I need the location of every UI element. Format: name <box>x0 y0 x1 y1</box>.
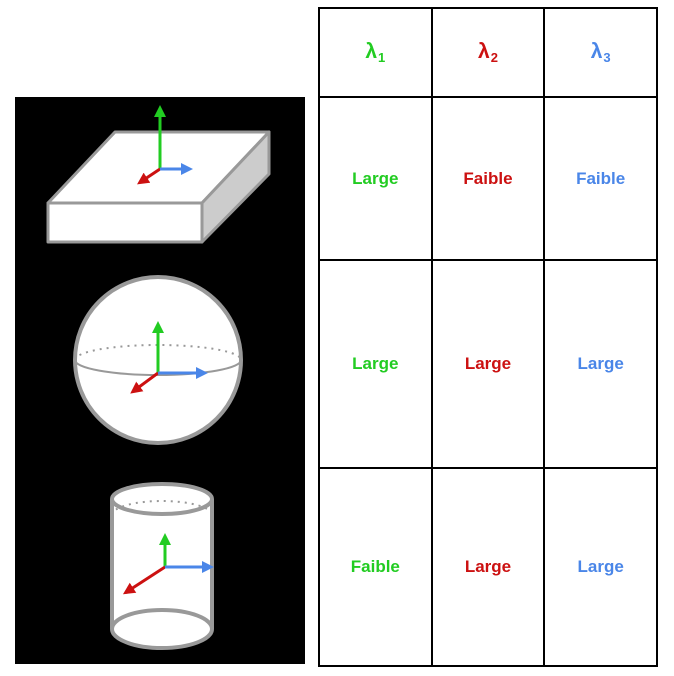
plate-lambda-3-value: Faible <box>543 96 658 261</box>
header-lambda-1: λ1 <box>318 7 433 98</box>
lambda-2-subscript: 2 <box>490 50 498 65</box>
table-row-plate: Large Faible Faible <box>318 96 658 261</box>
shapes-illustration <box>15 97 305 664</box>
lambda-3-symbol: λ <box>590 40 603 63</box>
header-lambda-3: λ3 <box>543 7 658 98</box>
cylinder-shape <box>110 482 214 650</box>
header-lambda-2: λ2 <box>430 7 546 98</box>
table-header-row: λ1 λ2 λ3 <box>318 7 658 98</box>
lambda-1-subscript: 1 <box>378 50 386 65</box>
sphere-red-arrow <box>130 371 159 394</box>
lambda-2-symbol: λ <box>478 40 490 63</box>
cylinder-lambda-2-value: Large <box>430 467 546 667</box>
plate-red-arrow <box>137 167 161 185</box>
sphere-shape <box>73 275 243 445</box>
cylinder-red-arrow <box>122 565 166 595</box>
eigenvalue-table: λ1 λ2 λ3 Large Faible Faible Large Large… <box>318 7 658 667</box>
cylinder-lambda-1-value: Faible <box>318 467 433 667</box>
lambda-3-subscript: 3 <box>603 50 611 65</box>
table-row-sphere: Large Large Large <box>318 259 658 469</box>
plate-shape <box>46 105 271 244</box>
eigenvalue-table-container: λ1 λ2 λ3 Large Faible Faible Large Large… <box>318 7 658 667</box>
lambda-1-symbol: λ <box>365 40 378 63</box>
table-row-cylinder: Faible Large Large <box>318 467 658 667</box>
sphere-lambda-1-value: Large <box>318 259 433 469</box>
sphere-lambda-2-value: Large <box>430 259 546 469</box>
cylinder-lambda-3-value: Large <box>543 467 658 667</box>
plate-lambda-2-value: Faible <box>430 96 546 261</box>
sphere-lambda-3-value: Large <box>543 259 658 469</box>
plate-lambda-1-value: Large <box>318 96 433 261</box>
